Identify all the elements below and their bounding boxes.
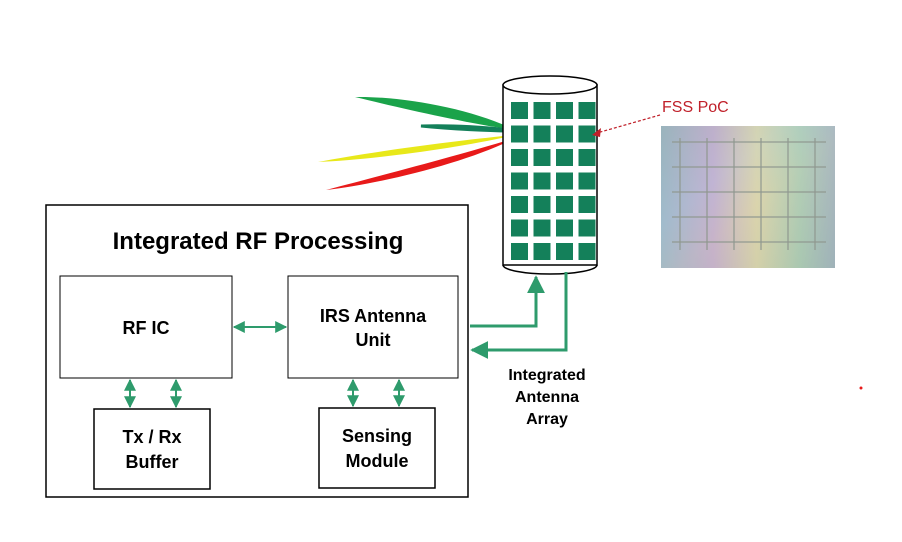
antenna-cell <box>533 125 551 143</box>
red-dot <box>859 386 863 390</box>
beam-red <box>326 138 515 190</box>
sensing-module-block <box>318 407 436 489</box>
antenna-cell <box>578 219 596 237</box>
antenna-cell <box>556 172 573 190</box>
antenna-cell <box>578 172 596 190</box>
antenna-top <box>502 75 598 95</box>
antenna-cell <box>511 149 528 166</box>
antenna-cell <box>556 125 573 143</box>
rf-ic-label: RF IC <box>123 318 170 338</box>
antenna-cell <box>533 172 551 190</box>
tx-rx-buffer-label-line1: Tx / Rx <box>122 427 181 447</box>
beam-dark-green <box>420 124 516 133</box>
irs-antenna-unit-label-line2: Unit <box>356 330 391 350</box>
antenna-cell <box>578 149 596 166</box>
irs-to-antenna-connector <box>470 275 545 328</box>
fss-pointer-line <box>596 114 661 134</box>
antenna-cell <box>578 125 596 143</box>
antenna-cell <box>556 243 573 260</box>
antenna-cell <box>511 172 528 190</box>
beam-group <box>318 96 516 190</box>
irs-antenna-unit-label-line1: IRS Antenna <box>320 306 427 326</box>
fss-photo-grid <box>672 138 826 250</box>
antenna-cell <box>533 102 551 119</box>
antenna-cell <box>533 219 551 237</box>
antenna-label-line3: Array <box>526 411 568 428</box>
antenna-cell <box>578 243 596 260</box>
antenna-array <box>502 75 598 275</box>
antenna-label-line1: Integrated <box>508 367 585 384</box>
rf-processing-box <box>45 204 469 498</box>
antenna-cell <box>511 125 528 143</box>
sensing-module-label-line2: Module <box>346 451 409 471</box>
irs-antenna-unit-block <box>287 275 459 379</box>
antenna-cell <box>578 196 596 213</box>
tx-rx-buffer-block <box>93 408 211 490</box>
antenna-cell <box>533 243 551 260</box>
antenna-cell <box>533 196 551 213</box>
fss-photo <box>661 126 835 268</box>
rf-processing-title: Integrated RF Processing <box>113 228 404 255</box>
rf-ic-block <box>59 275 233 379</box>
beam-yellow <box>318 135 515 162</box>
beam-green <box>355 96 515 130</box>
antenna-bottom <box>502 264 598 275</box>
antenna-cell <box>556 102 573 119</box>
antenna-cell <box>511 219 528 237</box>
antenna-cell <box>556 196 573 213</box>
antenna-cell <box>511 243 528 260</box>
antenna-cell <box>556 219 573 237</box>
antenna-cell-grid <box>511 102 596 260</box>
antenna-label-line2: Antenna <box>515 389 579 406</box>
antenna-cell <box>578 102 596 119</box>
tx-rx-buffer-label-line2: Buffer <box>126 452 179 472</box>
antenna-cell <box>511 102 528 119</box>
antenna-cell <box>556 149 573 166</box>
antenna-cell <box>533 149 551 166</box>
sensing-module-label-line1: Sensing <box>342 426 412 446</box>
antenna-to-irs-connector <box>470 272 568 359</box>
antenna-cell <box>511 196 528 213</box>
fss-pointer-head <box>592 128 601 137</box>
fss-label: FSS PoC <box>662 99 729 116</box>
connector-group <box>124 272 568 409</box>
